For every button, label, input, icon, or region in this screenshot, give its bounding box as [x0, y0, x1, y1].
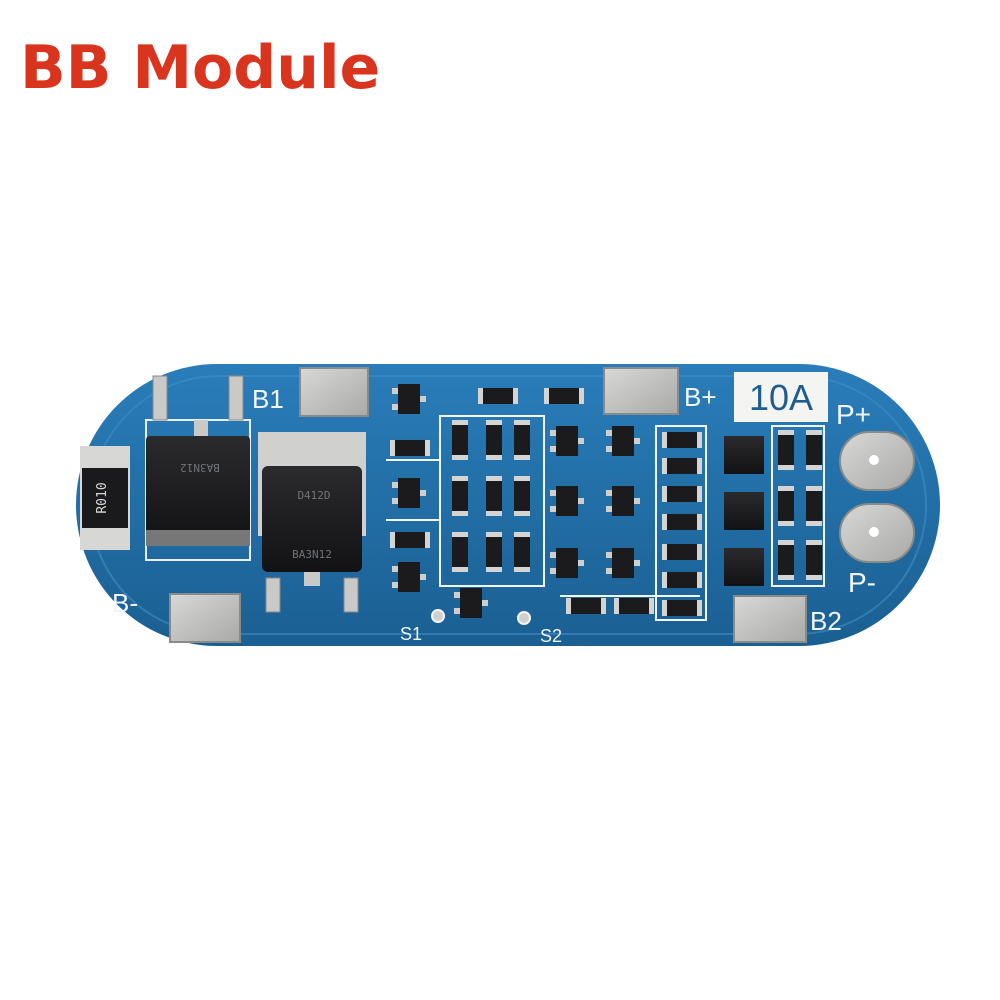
pad-b-plus [603, 367, 679, 415]
label-b-plus: B+ [684, 382, 717, 412]
label-s1: S1 [400, 624, 422, 644]
protection-ics [724, 436, 764, 586]
smd-resistor [514, 476, 530, 516]
shunt-resistor [80, 446, 130, 550]
smd-resistor [566, 598, 606, 614]
pad-b1 [299, 367, 369, 417]
smd-resistor [806, 486, 822, 526]
smd-resistor [662, 572, 702, 588]
label-p-plus: P+ [836, 399, 871, 430]
smd-resistor [486, 532, 502, 572]
shunt-marking: R010 [95, 482, 110, 513]
test-point-s2 [517, 611, 531, 625]
sot-transistor [550, 426, 584, 456]
sot-transistor [392, 562, 426, 592]
smd-resistors [390, 388, 822, 616]
smd-resistor [390, 440, 430, 456]
label-s2: S2 [540, 626, 562, 646]
smd-resistor [806, 540, 822, 580]
sot-transistor [606, 548, 640, 578]
test-point-s1 [431, 609, 445, 623]
smd-resistor [614, 598, 654, 614]
sot-transistor [454, 588, 488, 618]
sot-transistor [550, 486, 584, 516]
pad-b2 [733, 595, 807, 643]
smd-resistor [662, 514, 702, 530]
smd-resistor [662, 486, 702, 502]
mosfet-right-marking: BA3N12 [292, 548, 332, 561]
sot-transistor [392, 384, 426, 414]
smd-resistor [452, 476, 468, 516]
smd-resistor [662, 458, 702, 474]
silkscreen-grid [386, 415, 825, 621]
rating-text: 10A [749, 377, 813, 418]
smd-resistor [486, 420, 502, 460]
sot-transistor [550, 548, 584, 578]
smd-resistor [662, 432, 702, 448]
smd-resistor [452, 420, 468, 460]
smd-resistor [662, 600, 702, 616]
mosfet-left-marking: BA3N12 [180, 461, 220, 474]
smd-resistor [806, 430, 822, 470]
sot-transistor [606, 486, 640, 516]
mosfet-right-code: D412D [297, 489, 330, 502]
smd-resistor [544, 388, 584, 404]
smd-resistor [662, 544, 702, 560]
label-b2: B2 [810, 606, 842, 636]
smd-resistor [390, 532, 430, 548]
pad-p-plus [839, 431, 915, 491]
pad-b-minus [169, 593, 241, 643]
mosfet-left [145, 375, 251, 561]
sot-ics [392, 384, 640, 618]
smd-resistor [486, 476, 502, 516]
sot-transistor [606, 426, 640, 456]
smd-resistor [452, 532, 468, 572]
smd-resistor [778, 430, 794, 470]
page-title: BB Module [20, 33, 381, 103]
rating-badge: 10A [734, 372, 828, 422]
smd-resistor [514, 420, 530, 460]
label-b1: B1 [252, 384, 284, 414]
smd-resistor [514, 532, 530, 572]
smd-resistor [478, 388, 518, 404]
sot-transistor [392, 478, 426, 508]
label-p-minus: P- [848, 567, 876, 598]
pad-p-minus [839, 503, 915, 563]
smd-resistor [778, 540, 794, 580]
label-b-minus: B- [112, 588, 138, 618]
mosfet-right [258, 432, 366, 613]
smd-resistor [778, 486, 794, 526]
